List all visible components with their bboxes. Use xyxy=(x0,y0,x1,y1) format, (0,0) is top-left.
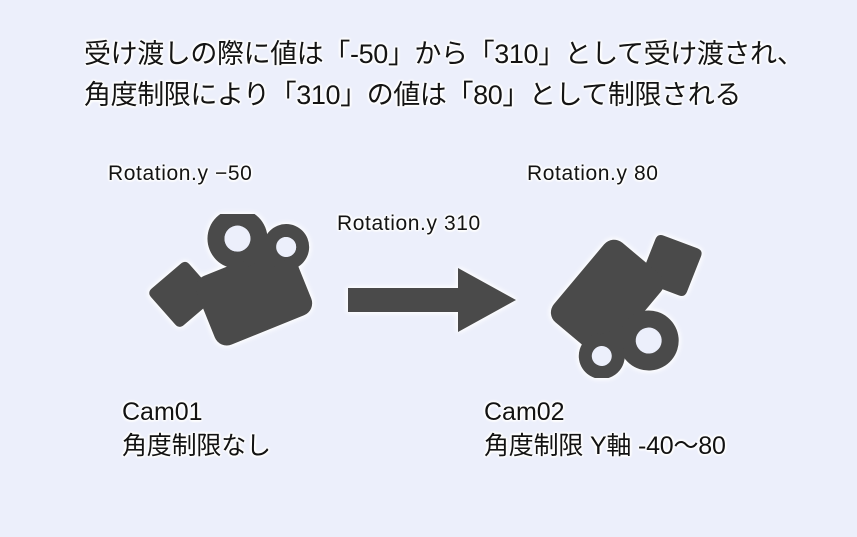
camera-icon-cam02 xyxy=(534,210,724,380)
right-arrow-icon xyxy=(348,268,516,332)
page-title: 受け渡しの際に値は「-50」から「310」として受け渡され、 角度制限により「3… xyxy=(84,34,824,116)
movie-camera-icon xyxy=(550,234,702,380)
caption-cam02-detail: 角度制限 Y軸 -40〜80 xyxy=(484,432,726,460)
caption-cam02: Cam02 角度制限 Y軸 -40〜80 xyxy=(484,396,726,464)
caption-cam01-name: Cam01 xyxy=(122,398,203,426)
caption-cam02-name: Cam02 xyxy=(484,398,565,426)
title-line-1: 受け渡しの際に値は「-50」から「310」として受け渡され、 xyxy=(84,39,804,69)
camera-icon-cam01 xyxy=(138,208,328,364)
rotation-label-left: Rotation.y −50 xyxy=(108,162,253,185)
caption-cam01-detail: 角度制限なし xyxy=(122,432,271,460)
title-line-2: 角度制限により「310」の値は「80」として制限される xyxy=(84,80,741,110)
rotation-label-middle: Rotation.y 310 xyxy=(337,212,481,235)
rotation-label-right: Rotation.y 80 xyxy=(527,162,659,185)
caption-cam01: Cam01 角度制限なし xyxy=(122,396,271,464)
movie-camera-icon xyxy=(149,208,313,346)
transition-arrow xyxy=(344,264,520,336)
